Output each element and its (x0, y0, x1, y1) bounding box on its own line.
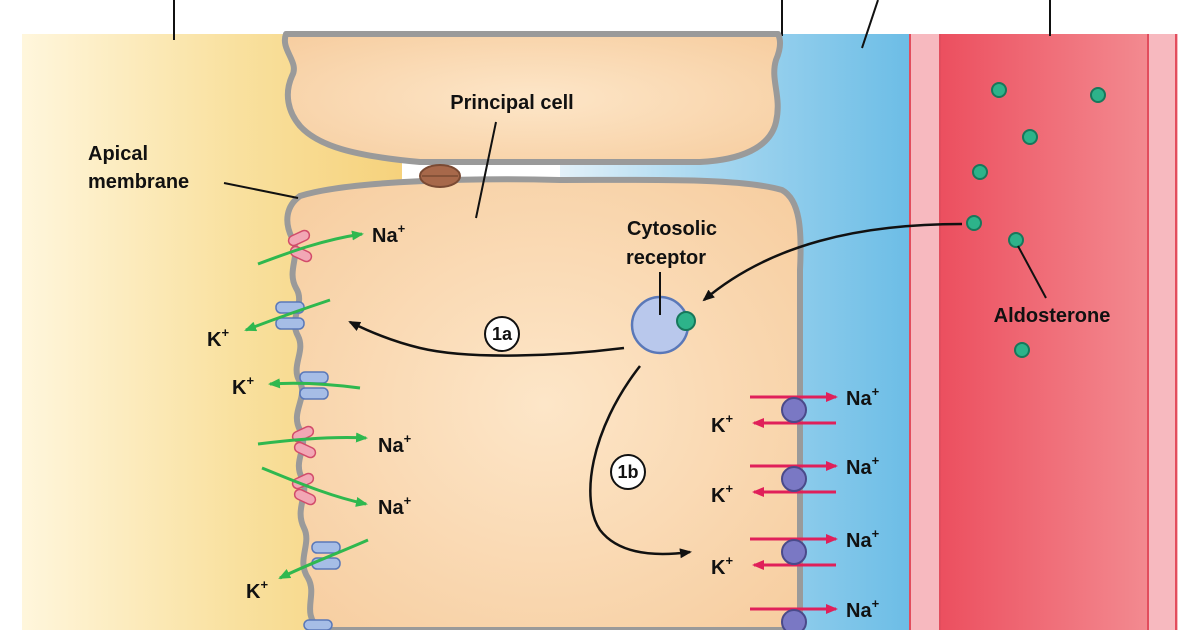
svg-text:K+: K+ (711, 553, 733, 579)
svg-text:K+: K+ (711, 411, 733, 437)
aldosterone-molecule (1008, 232, 1024, 248)
aldosterone-molecule (991, 82, 1007, 98)
ion-label-k: K+ (711, 553, 733, 579)
svg-text:K+: K+ (246, 577, 268, 603)
k-efflux-arrow (244, 298, 331, 332)
na-k-pump (750, 534, 838, 570)
na-influx-arrow (261, 466, 368, 507)
svg-text:K+: K+ (207, 325, 229, 351)
aldosterone-molecule (966, 215, 982, 231)
aldosterone-label: Aldosterone (994, 305, 1111, 327)
leader-line (861, 0, 879, 49)
principal-cell-leader (475, 121, 497, 219)
pathway-1a-arrow (348, 320, 625, 357)
apical-membrane-label-line2: membrane (88, 171, 189, 193)
svg-text:Na+: Na+ (846, 384, 880, 410)
svg-text:K+: K+ (232, 373, 254, 399)
pathway-1b-arrow (589, 365, 692, 559)
ion-label-na: Na+ (846, 384, 880, 410)
aldosterone-leader (1017, 245, 1047, 299)
step-1b-badge: 1b (610, 454, 646, 490)
svg-text:Na+: Na+ (846, 596, 880, 622)
ion-label-na: Na+ (378, 493, 412, 519)
blood-vessel-wall-left (910, 34, 940, 630)
aldosterone-molecule (1022, 129, 1038, 145)
svg-text:Na+: Na+ (378, 493, 412, 519)
k-efflux-arrow (278, 538, 369, 580)
na-influx-arrow (257, 230, 364, 266)
apical-membrane-leader (223, 182, 299, 199)
ion-label-na: Na+ (846, 453, 880, 479)
ion-label-k: K+ (246, 577, 268, 603)
na-k-pump (750, 461, 838, 497)
svg-text:Na+: Na+ (372, 221, 406, 247)
cytosolic-receptor-label-line2: receptor (626, 247, 706, 269)
k-channel (303, 619, 333, 630)
blood-vessel-wall-right (1148, 34, 1178, 630)
bound-aldosterone (676, 311, 696, 331)
step-1a-badge: 1a (484, 316, 520, 352)
svg-text:K+: K+ (711, 481, 733, 507)
cytosolic-receptor-label-line1: Cytosolic (627, 218, 717, 240)
ion-label-na: Na+ (378, 431, 412, 457)
ion-label-k: K+ (232, 373, 254, 399)
blood-vessel-lumen (940, 34, 1148, 630)
principal-cell-label: Principal cell (450, 92, 573, 114)
aldosterone-molecule (1090, 87, 1106, 103)
apical-membrane-label-line1: Apical (88, 143, 148, 165)
aldosterone-diffusion-arrow (702, 222, 963, 302)
step-1a-label: 1a (492, 324, 513, 344)
k-channel (299, 371, 329, 400)
ion-label-k: K+ (711, 411, 733, 437)
upper-principal-cell (281, 31, 783, 165)
ion-label-k: K+ (207, 325, 229, 351)
k-efflux-arrow (268, 378, 361, 390)
ion-label-na: Na+ (372, 221, 406, 247)
svg-text:Na+: Na+ (378, 431, 412, 457)
svg-text:Na+: Na+ (846, 526, 880, 552)
aldosterone-molecule (1014, 342, 1030, 358)
svg-text:Na+: Na+ (846, 453, 880, 479)
ion-label-na: Na+ (846, 526, 880, 552)
step-1b-label: 1b (617, 462, 638, 482)
k-channel (311, 541, 341, 570)
na-k-pump (750, 604, 838, 630)
ion-label-k: K+ (711, 481, 733, 507)
na-k-pump (750, 392, 838, 428)
aldosterone-molecule (972, 164, 988, 180)
na-influx-arrow (257, 432, 368, 446)
ion-label-na: Na+ (846, 596, 880, 622)
